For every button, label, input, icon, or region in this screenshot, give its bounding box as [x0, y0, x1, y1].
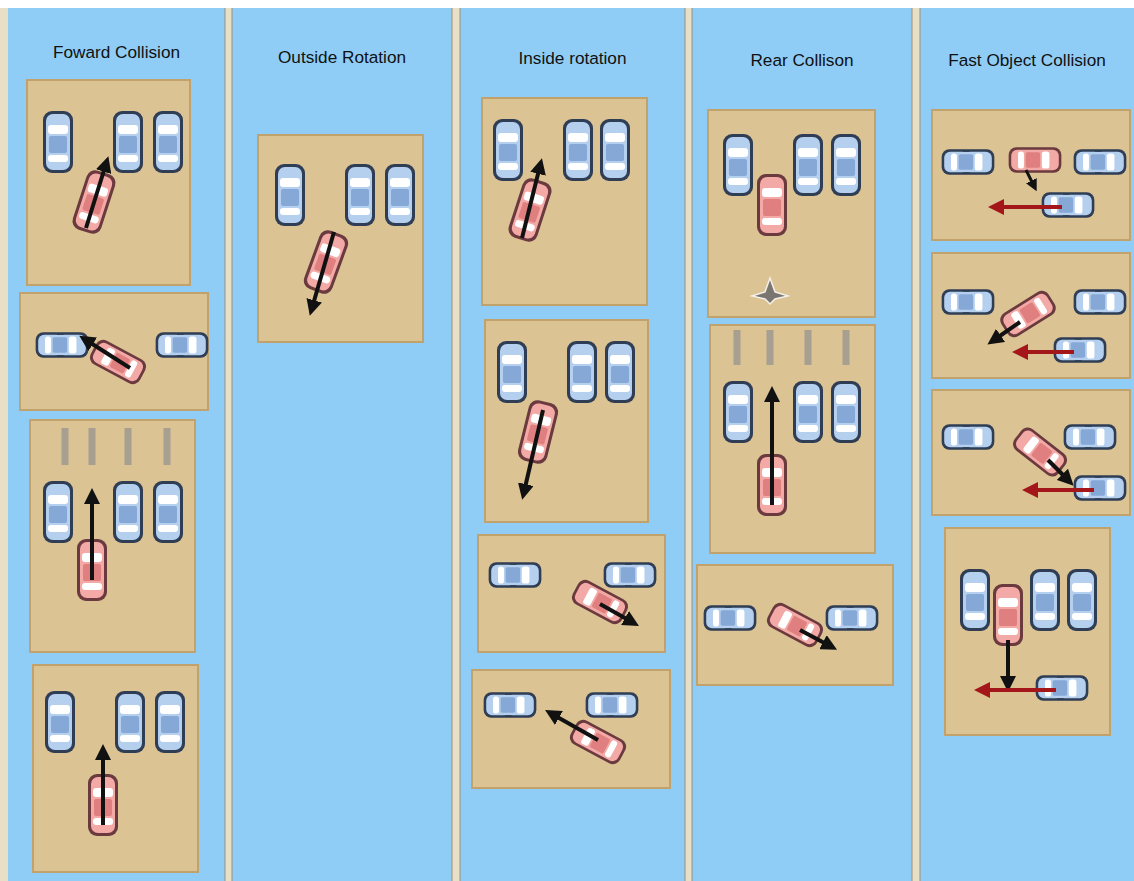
- column-heading: Rear Collison: [692, 50, 912, 71]
- column-band: Rear Collison: [692, 8, 912, 881]
- column-band: Inside rotation: [460, 8, 685, 881]
- column-band: Foward Collision: [8, 8, 225, 881]
- column-heading: Foward Collision: [8, 42, 225, 63]
- column-band: Outside Rotation: [232, 8, 452, 881]
- column-band: Fast Object Collision: [920, 8, 1134, 881]
- column-heading: Inside rotation: [460, 48, 685, 69]
- column-heading: Outside Rotation: [232, 47, 452, 68]
- column-heading: Fast Object Collision: [920, 50, 1134, 71]
